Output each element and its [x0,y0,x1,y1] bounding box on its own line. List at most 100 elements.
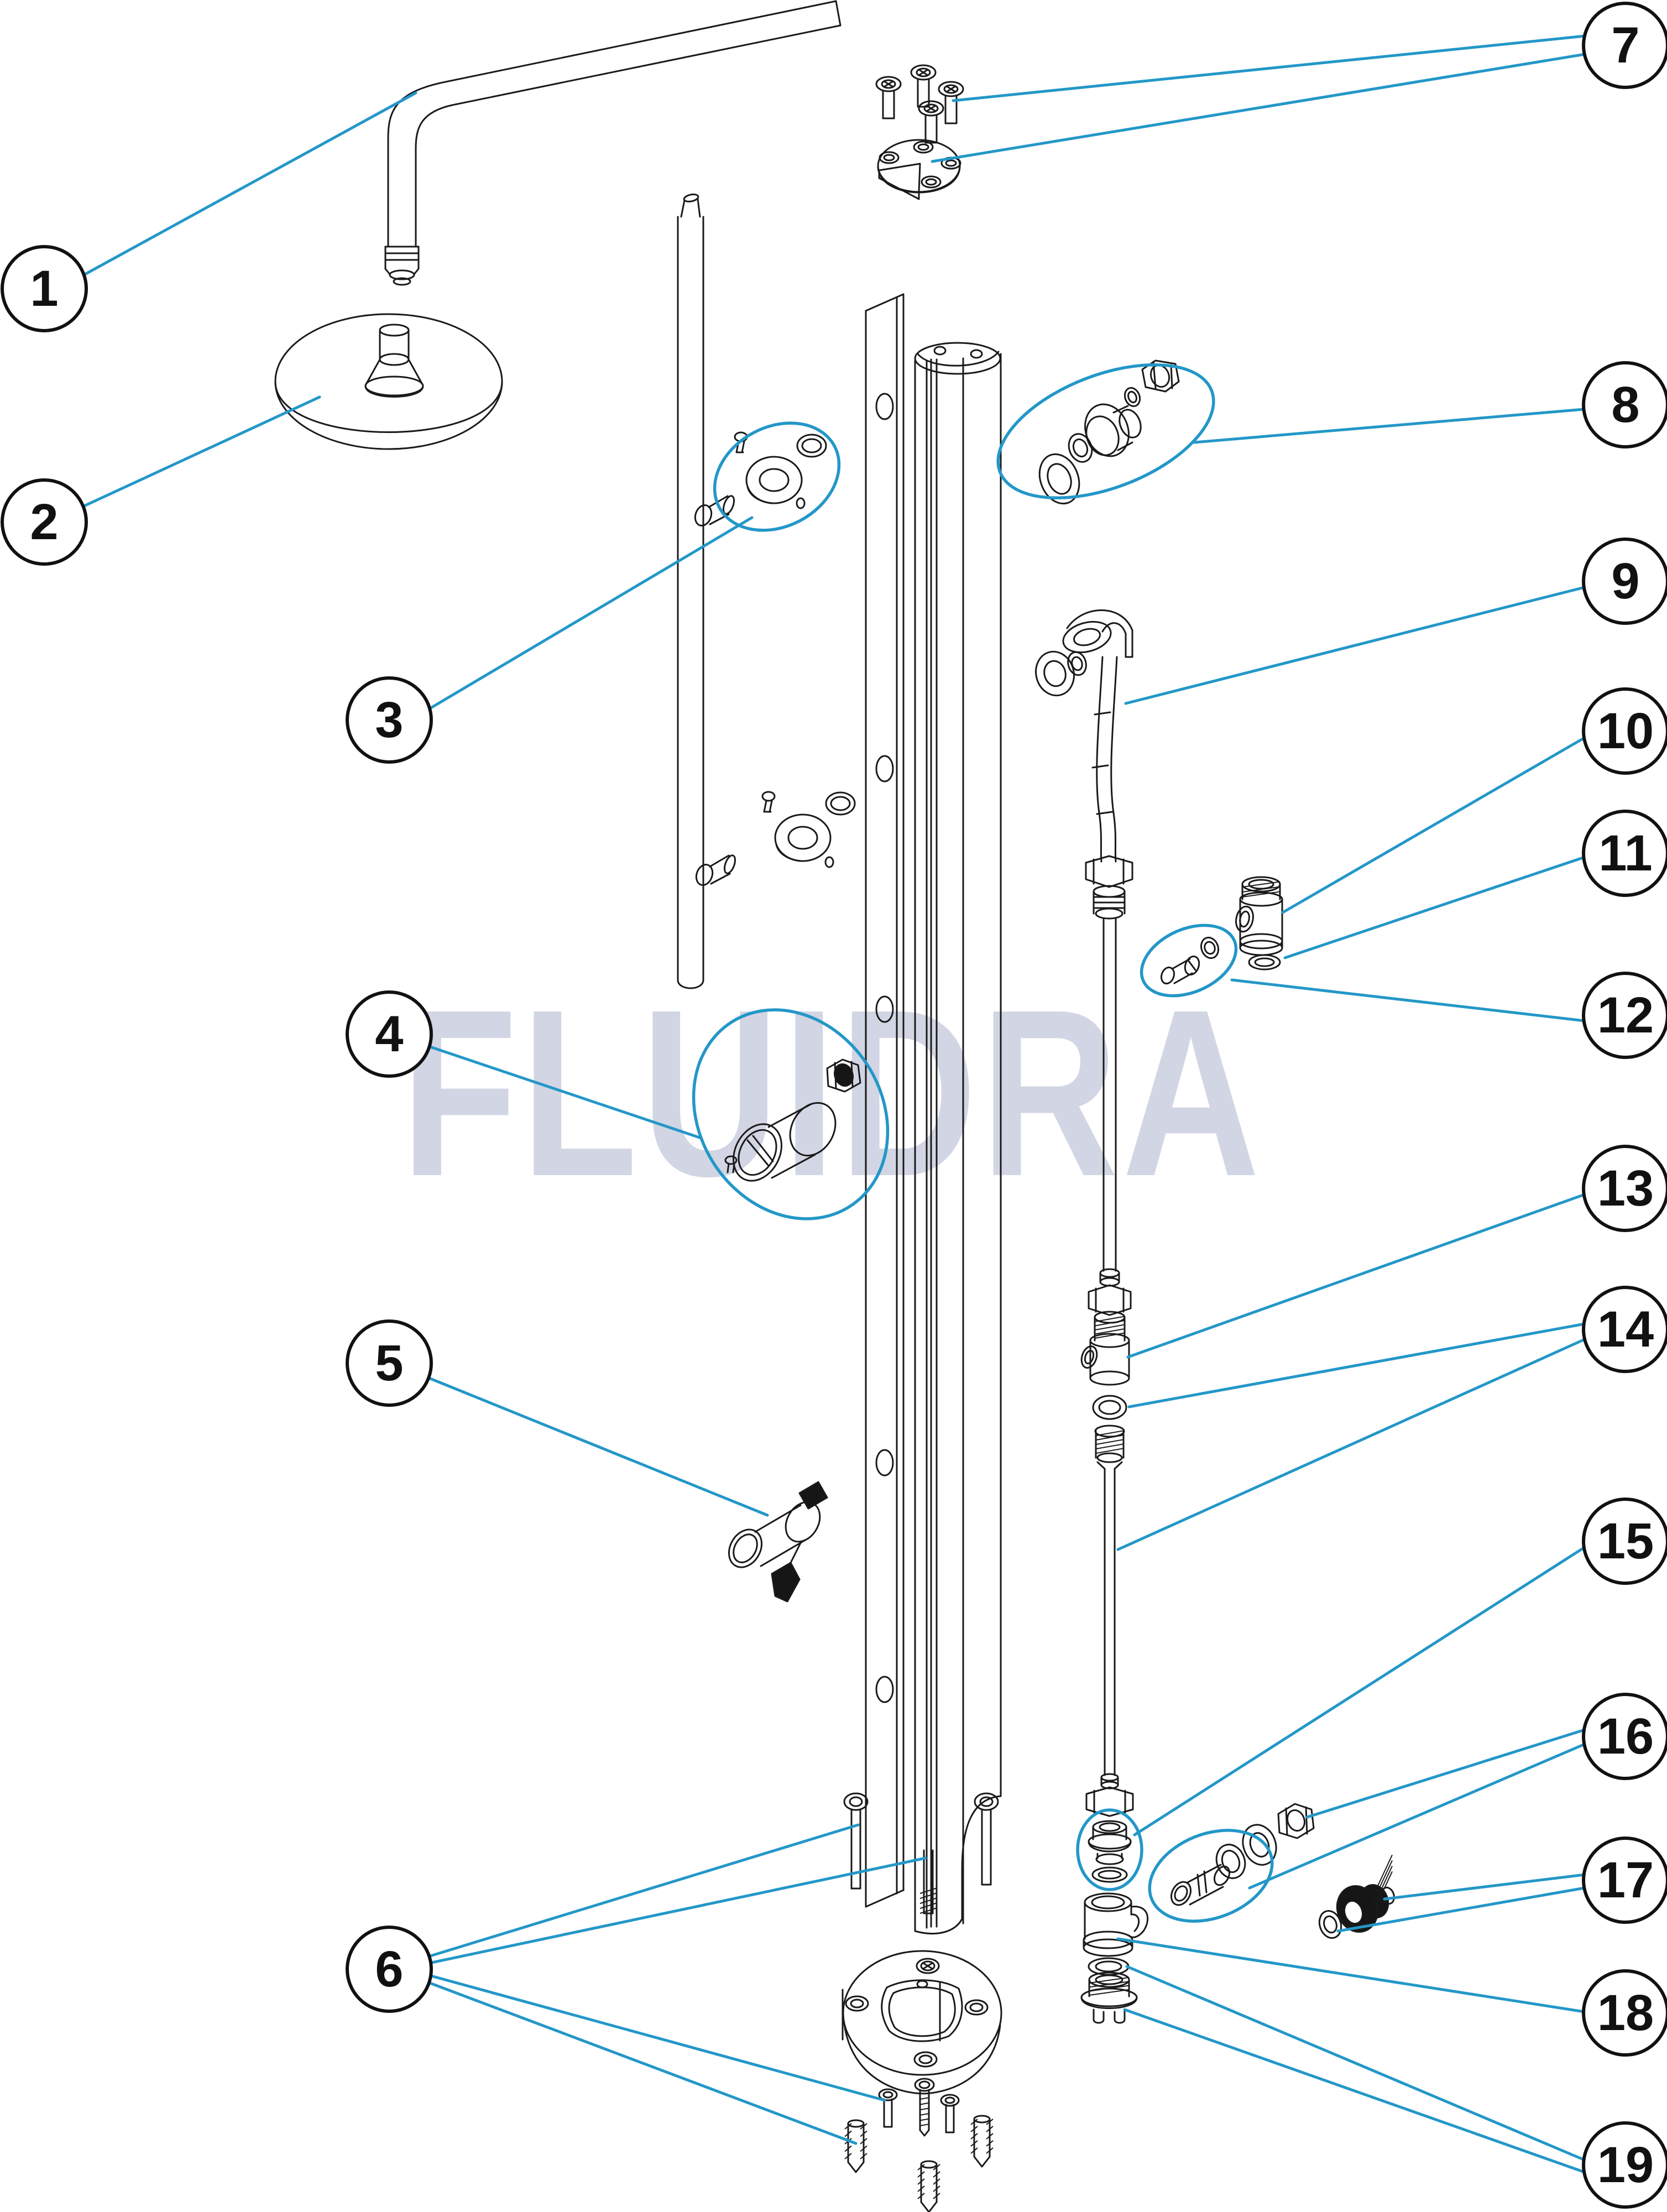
leader-line-6 [427,1823,860,1958]
callout-5: 5 [346,1319,433,1407]
callout-15: 15 [1582,1498,1667,1585]
callout-number-13: 13 [1597,1160,1654,1217]
part-long-screws [843,1792,999,1890]
callout-circle-14 [1582,1286,1667,1373]
detail-ellipse-5 [1076,1808,1143,1891]
callout-number-3: 3 [375,692,403,748]
callout-number-4: 4 [375,1006,403,1062]
callout-number-14: 14 [1597,1301,1654,1358]
leader-line-3 [427,516,754,711]
leader-line-1 [81,91,417,277]
callout-14: 14 [1582,1286,1667,1373]
callout-10: 10 [1582,687,1667,775]
leader-line-13 [1126,1193,1586,1359]
callout-circle-18 [1582,1969,1667,2057]
callout-circle-10 [1582,687,1667,775]
callout-18: 18 [1582,1969,1667,2057]
leader-line-16 [1305,1728,1586,1819]
part-shower-arm [384,0,842,286]
part-riser-pipe [677,194,736,989]
callout-9: 9 [1582,538,1667,625]
callout-1: 1 [1,245,88,332]
part-column-profile [914,342,1002,1935]
callout-number-7: 7 [1611,17,1639,74]
callout-circle-8 [1582,361,1667,448]
callout-19: 19 [1582,2121,1667,2209]
callout-2: 2 [1,478,88,566]
leader-line-8 [1193,408,1586,444]
part-hose-union [1318,1854,1395,1939]
callout-circle-17 [1582,1837,1667,1924]
callout-number-5: 5 [375,1335,403,1391]
callout-number-11: 11 [1598,825,1652,881]
detail-ellipse-3 [996,363,1215,500]
part-anchors-and-screws [844,2078,994,2212]
callout-number-18: 18 [1597,1985,1654,2041]
part-t-valve [1235,876,1283,971]
leader-line-6 [427,1856,927,1965]
leader-lines [81,34,1587,2174]
callout-circle-15 [1582,1498,1667,1585]
callout-17: 17 [1582,1837,1667,1924]
part-wall-sleeve [724,1058,861,1182]
callout-13: 13 [1582,1145,1667,1232]
leader-line-16 [1248,1743,1586,1890]
part-shower-head [274,313,503,450]
leader-line-11 [1283,855,1586,959]
detail-ellipse-1 [713,421,841,532]
callout-circle-5 [346,1319,433,1407]
callout-12: 12 [1582,972,1667,1059]
callout-circle-12 [1582,972,1667,1059]
leader-line-7 [952,34,1587,102]
callout-circle-2 [1,478,88,566]
callout-7: 7 [1582,2,1667,89]
watermark-text: FLUIDRA [401,961,1263,1226]
leader-line-5 [427,1376,769,1517]
leader-line-9 [1124,586,1586,705]
leader-line-6 [427,1974,886,2102]
callout-number-12: 12 [1597,987,1654,1044]
leader-line-19 [1123,2008,1586,2174]
callout-circle-19 [1582,2121,1667,2209]
callout-circle-1 [1,245,88,332]
callout-circle-11 [1582,810,1667,897]
detail-ellipses [692,363,1274,1923]
callout-number-16: 16 [1597,1708,1654,1765]
part-jet-nozzle [728,1481,828,1603]
callout-number-10: 10 [1597,703,1654,759]
leader-line-15 [1133,1546,1586,1837]
callout-number-15: 15 [1597,1513,1654,1569]
leader-line-19 [1125,1965,1586,2162]
part-drain-adapter-group [1170,1803,1315,1906]
part-valve-cartridge [1160,936,1220,985]
callout-11: 11 [1582,810,1667,897]
callout-circle-3 [346,676,433,764]
part-top-cap-and-screws [875,64,964,200]
callout-number-9: 9 [1611,553,1639,609]
detail-ellipse-2 [692,1008,890,1220]
part-flex-hose [1035,609,1133,920]
callout-16: 16 [1582,1693,1667,1780]
leader-line-14 [1127,1322,1586,1408]
callout-circle-16 [1582,1693,1667,1780]
callout-circle-13 [1582,1145,1667,1232]
part-inlet-fitting-group [1038,359,1180,505]
callout-number-1: 1 [30,260,58,317]
callout-circle-7 [1582,2,1667,89]
callout-4: 4 [346,990,433,1078]
callout-number-17: 17 [1597,1852,1654,1908]
detail-ellipse-4 [1140,924,1238,998]
leader-line-6 [427,1981,858,2145]
callout-number-8: 8 [1611,377,1639,433]
leader-line-17 [1336,1886,1586,1933]
leader-line-2 [82,395,321,508]
callout-number-19: 19 [1597,2137,1654,2193]
callout-circle-6 [346,1926,433,2013]
callout-number-2: 2 [30,494,58,550]
callout-6: 6 [346,1926,433,2013]
leader-line-10 [1281,736,1586,914]
leader-line-14 [1116,1338,1586,1551]
